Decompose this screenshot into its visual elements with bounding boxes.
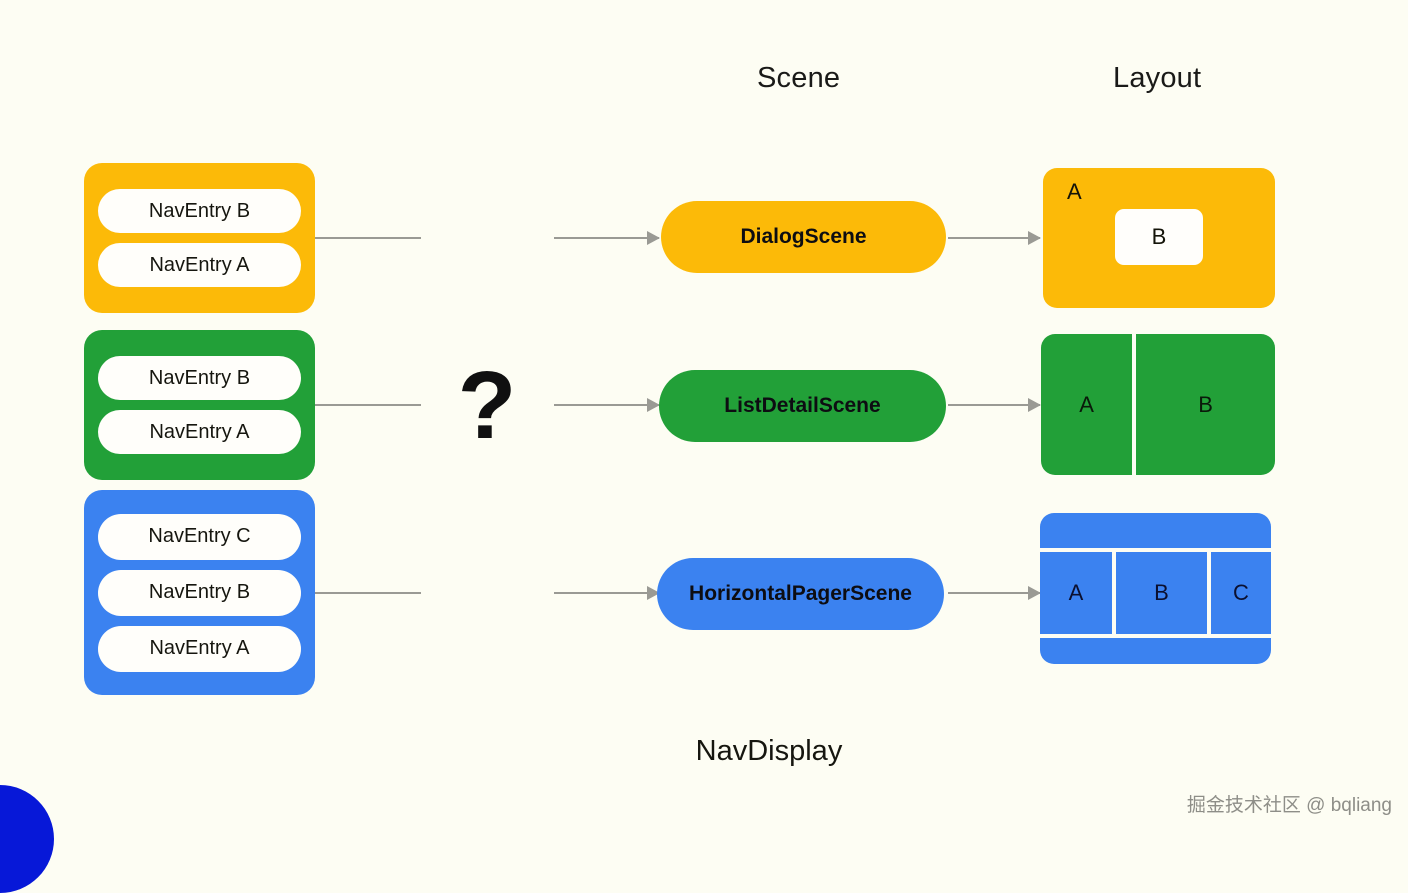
page-divider (1112, 552, 1116, 634)
nav-entry-pill: NavEntry A (98, 625, 301, 672)
layout-dialog: A B (1043, 168, 1275, 308)
connector-line (315, 404, 421, 406)
nav-entry-pill: NavEntry B (98, 569, 301, 616)
page-divider (1207, 552, 1211, 634)
nav-entry-pill: NavEntry B (98, 356, 301, 400)
footer-caption-text: NavDisplay (695, 735, 843, 767)
corner-accent-shape (0, 785, 54, 893)
column-heading-scene: Scene (757, 62, 841, 94)
layout-list-detail: A B (1041, 334, 1275, 475)
connector-line (315, 237, 421, 239)
layout-horizontal-pager: A B C (1040, 513, 1271, 664)
nav-entry-pill: NavEntry A (98, 410, 301, 454)
pager-rule-top (1040, 548, 1271, 552)
watermark: 掘金技术社区 @ bqliang (1186, 795, 1392, 816)
layout-list-pane: A (1079, 391, 1094, 417)
scene-list-detail: ListDetailScene (659, 370, 946, 442)
pane-divider (1132, 334, 1137, 475)
scene-dialog: DialogScene (661, 201, 946, 273)
scene-horizontal-pager: HorizontalPagerScene (657, 558, 944, 630)
nav-entry-pill: NavEntry C (98, 513, 301, 560)
arrow-to-scene (554, 237, 659, 239)
layout-detail-pane: B (1198, 391, 1213, 417)
footer-caption: NavDisplay (0, 735, 1408, 768)
diagram-canvas: Scene Layout NavEntry B NavEntry A NavEn… (0, 0, 1408, 839)
back-stack-blue: NavEntry C NavEntry B NavEntry A (84, 490, 315, 695)
pager-rule-bottom (1040, 634, 1271, 638)
arrow-to-scene (554, 404, 659, 406)
layout-pager-page-a: A (1068, 580, 1084, 605)
arrow-to-layout (948, 237, 1040, 239)
connector-line (315, 592, 421, 594)
back-stack-yellow: NavEntry B NavEntry A (84, 163, 315, 313)
layout-dialog-base-label: A (1067, 179, 1082, 204)
nav-entry-pill: NavEntry B (98, 189, 301, 233)
layout-pager-page-c: C (1233, 580, 1249, 605)
layout-dialog-overlay: B (1115, 209, 1203, 265)
question-mark-symbol: ? (457, 352, 517, 459)
arrow-to-layout (948, 404, 1040, 406)
column-heading-layout: Layout (1113, 62, 1202, 94)
arrow-to-scene (554, 592, 659, 594)
back-stack-green: NavEntry B NavEntry A (84, 330, 315, 480)
layout-pager-page-b: B (1154, 580, 1169, 605)
arrow-to-layout (948, 592, 1040, 594)
pager-page-band: A B C (1040, 552, 1271, 634)
nav-entry-pill: NavEntry A (98, 243, 301, 287)
